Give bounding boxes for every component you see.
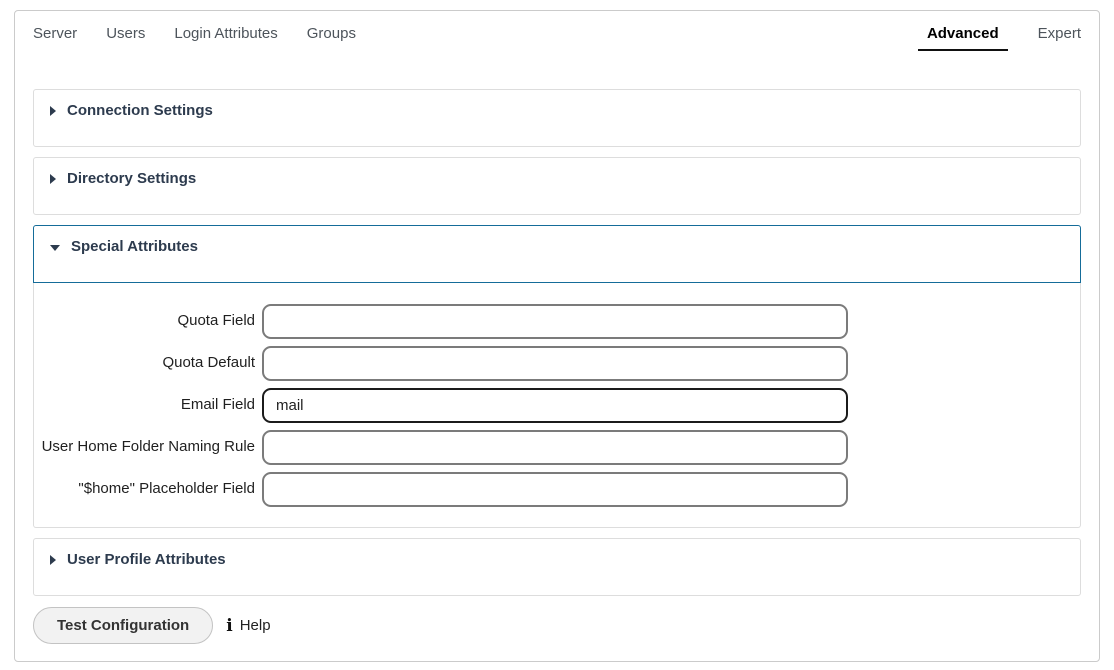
tab-advanced[interactable]: Advanced [917, 25, 1008, 51]
section-header: User Profile Attributes [50, 551, 1064, 568]
tab-users[interactable]: Users [106, 25, 146, 42]
chevron-down-icon [50, 244, 60, 251]
quota-field-input[interactable] [262, 304, 848, 339]
section-connection-settings[interactable]: Connection Settings [33, 89, 1081, 147]
help-link[interactable]: i Help [226, 616, 270, 636]
chevron-right-icon [50, 105, 56, 116]
info-icon: i [226, 615, 233, 636]
form-row: User Home Folder Naming Rule [34, 430, 1080, 465]
section-title: User Profile Attributes [67, 551, 226, 568]
section-header: Connection Settings [50, 102, 1064, 119]
tab-bar: Server Users Login Attributes Groups Adv… [33, 25, 1081, 51]
tab-server[interactable]: Server [33, 25, 78, 42]
section-special-attributes[interactable]: Special Attributes [33, 225, 1081, 283]
section-title: Connection Settings [67, 102, 213, 119]
special-attributes-content: Quota Field Quota Default Email Field Us… [33, 283, 1081, 528]
section-directory-settings[interactable]: Directory Settings [33, 157, 1081, 215]
form-row: "$home" Placeholder Field [34, 472, 1080, 507]
email-field-label: Email Field [180, 396, 255, 414]
ldap-settings-panel: Server Users Login Attributes Groups Adv… [14, 10, 1100, 662]
quota-field-label: Quota Field [177, 312, 255, 330]
sections-list: Connection Settings Directory Settings S… [33, 89, 1081, 596]
chevron-right-icon [50, 554, 56, 565]
quota-default-label: Quota Default [162, 354, 255, 372]
tab-group-left: Server Users Login Attributes Groups [33, 25, 356, 49]
form-row: Quota Default [34, 346, 1080, 381]
test-configuration-button[interactable]: Test Configuration [33, 607, 214, 644]
form-row: Email Field [34, 388, 1080, 423]
tab-login-attributes[interactable]: Login Attributes [174, 25, 278, 42]
home-placeholder-field-input[interactable] [262, 472, 848, 507]
home-folder-naming-rule-label: User Home Folder Naming Rule [41, 438, 255, 456]
section-title: Special Attributes [71, 238, 198, 255]
chevron-right-icon [50, 173, 56, 184]
form-row: Quota Field [34, 304, 1080, 339]
help-label: Help [239, 617, 271, 634]
home-folder-naming-rule-input[interactable] [262, 430, 848, 465]
section-title: Directory Settings [67, 170, 197, 187]
section-user-profile-attributes[interactable]: User Profile Attributes [33, 538, 1081, 596]
tab-expert[interactable]: Expert [1037, 25, 1081, 42]
tab-groups[interactable]: Groups [306, 25, 356, 42]
quota-default-input[interactable] [262, 346, 848, 381]
footer-actions: Test Configuration i Help [33, 607, 1081, 644]
section-header: Special Attributes [50, 238, 1064, 255]
section-header: Directory Settings [50, 170, 1064, 187]
home-placeholder-field-label: "$home" Placeholder Field [78, 480, 255, 498]
tab-group-right: Advanced Expert [917, 25, 1081, 51]
email-field-input[interactable] [262, 388, 848, 423]
